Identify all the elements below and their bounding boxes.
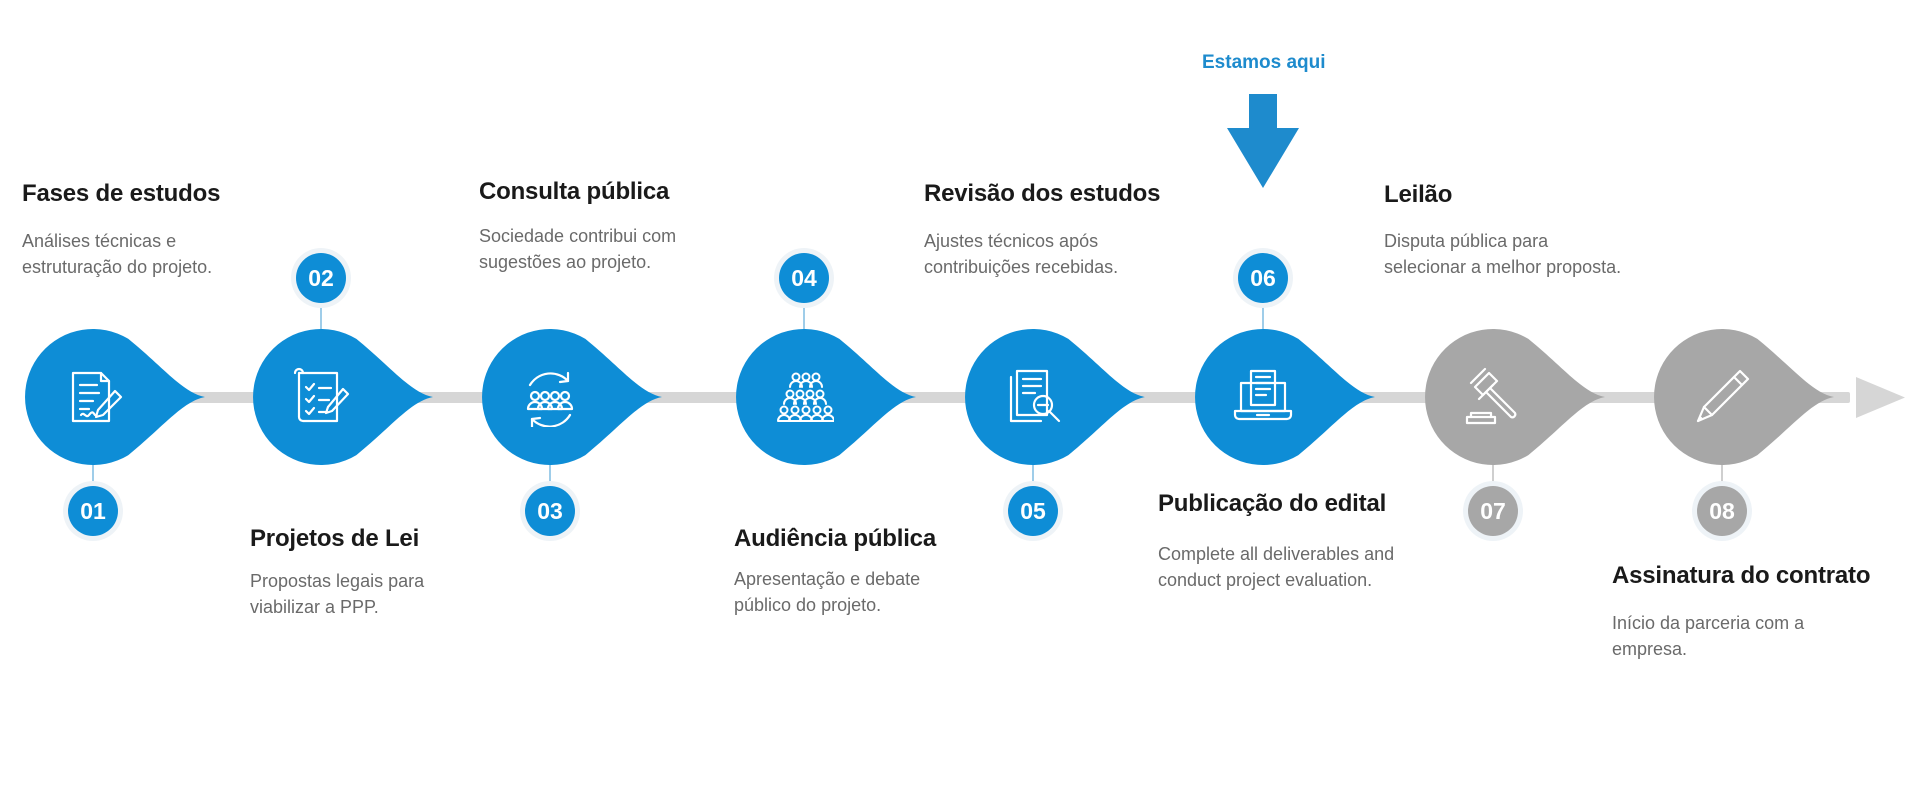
step-number: 01	[80, 498, 106, 524]
step-marker	[482, 328, 662, 465]
step-number: 06	[1250, 265, 1276, 291]
step-title: Projetos de Lei	[250, 525, 420, 552]
timeline-end-arrow	[1856, 377, 1905, 418]
step-title: Leilão	[1384, 181, 1453, 208]
step-marker	[736, 328, 916, 465]
current-stage-label: Estamos aqui	[1202, 52, 1326, 73]
step-title: Consulta pública	[479, 178, 670, 205]
step-number: 07	[1480, 498, 1506, 524]
step-number-badge	[779, 253, 829, 303]
step-number: 02	[308, 265, 334, 291]
step-marker	[1425, 329, 1605, 465]
step-title: Assinatura do contrato	[1612, 562, 1871, 589]
step-title: Fases de estudos	[22, 180, 221, 207]
step-marker	[965, 329, 1145, 465]
step-number: 08	[1709, 498, 1735, 524]
step-number-badge	[296, 253, 346, 303]
step-number-badge	[68, 486, 118, 536]
step-title: Audiência pública	[734, 525, 936, 552]
step-title: Revisão dos estudos	[924, 180, 1161, 207]
step-marker	[253, 329, 433, 465]
step-number-badge	[525, 486, 575, 536]
current-stage-arrow-icon	[1227, 94, 1299, 188]
step-title: Publicação do edital	[1158, 490, 1387, 517]
step-number-badge	[1008, 486, 1058, 536]
step-number: 03	[537, 498, 563, 524]
step-number-badge	[1697, 486, 1747, 536]
step-number: 05	[1020, 498, 1046, 524]
step-number: 04	[791, 265, 817, 291]
step-number-badge	[1238, 253, 1288, 303]
step-number-badge	[1468, 486, 1518, 536]
step-marker	[1654, 329, 1834, 465]
step-marker	[25, 329, 205, 465]
